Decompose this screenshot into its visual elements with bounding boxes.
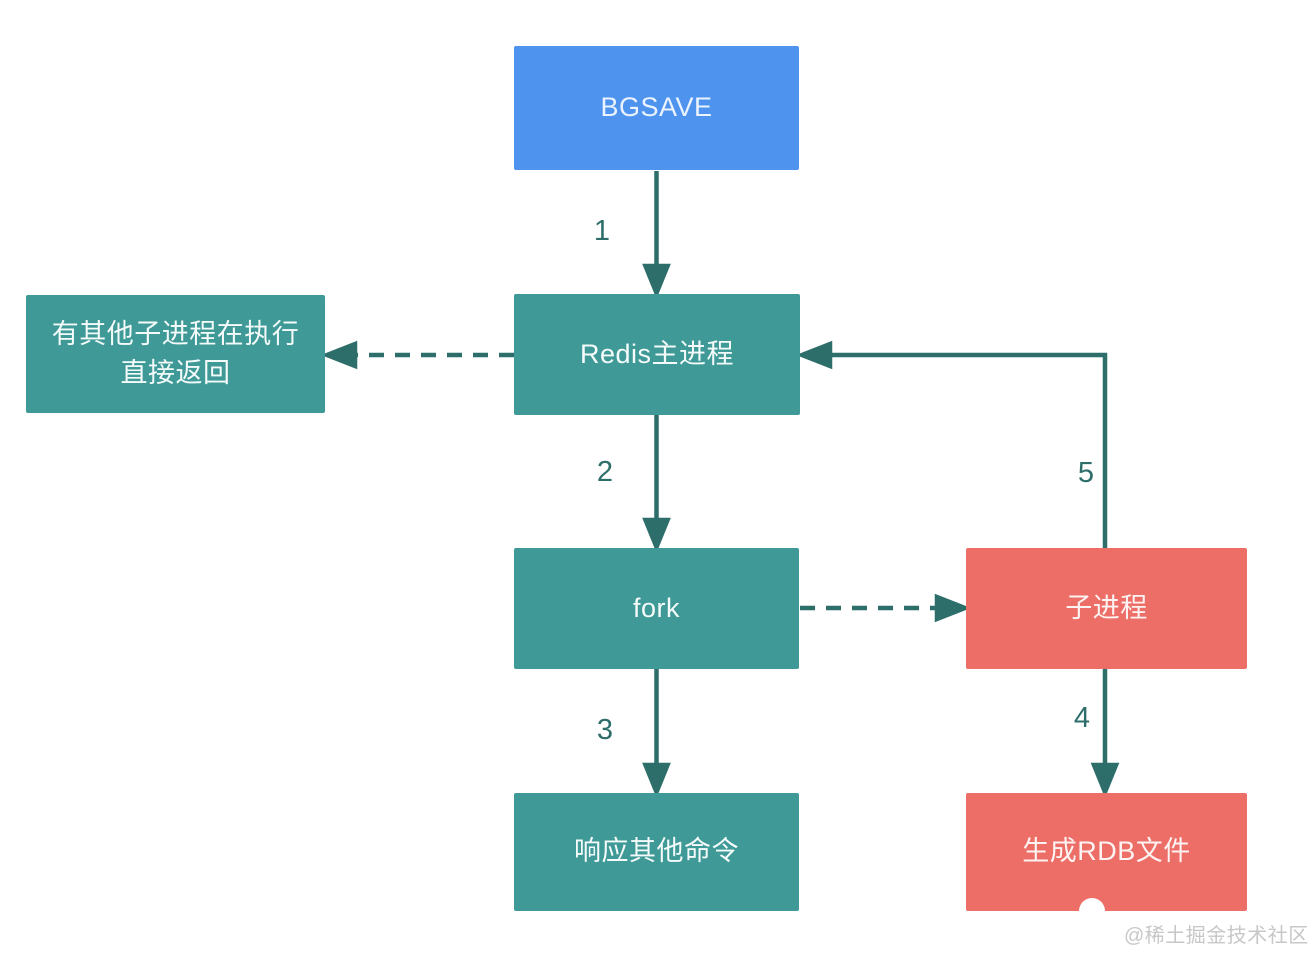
dashed-arrow-busy-head — [320, 340, 358, 370]
arrow-step3-head — [642, 762, 671, 798]
edge-label-step2: 2 — [596, 456, 614, 488]
node-bgsave: BGSAVE — [514, 46, 799, 170]
arrow-step1-head — [642, 263, 671, 299]
arrow-step5-line — [828, 352, 1108, 548]
arrow-step4-head — [1090, 762, 1120, 798]
edge-label-step3: 3 — [596, 714, 614, 746]
arrow-step2-head — [642, 517, 671, 553]
node-generate-rdb-file: 生成RDB文件 — [966, 793, 1247, 911]
watermark-juejin-community: @稀土掘金技术社区 — [1124, 925, 1309, 947]
node-fork: fork — [514, 548, 799, 669]
cutoff-white-shape — [1079, 898, 1105, 924]
edge-label-step1: 1 — [593, 215, 611, 247]
node-other-child-running-return: 有其他子进程在执行 直接返回 — [26, 295, 325, 413]
node-child-process: 子进程 — [966, 548, 1247, 669]
arrow-step5-head — [795, 340, 833, 370]
edge-label-step4: 4 — [1073, 702, 1091, 734]
node-respond-other-commands: 响应其他命令 — [514, 793, 799, 911]
edge-label-step5: 5 — [1077, 457, 1095, 489]
dashed-arrow-fork-child-head — [934, 593, 972, 623]
node-redis-main-process: Redis主进程 — [514, 294, 800, 415]
